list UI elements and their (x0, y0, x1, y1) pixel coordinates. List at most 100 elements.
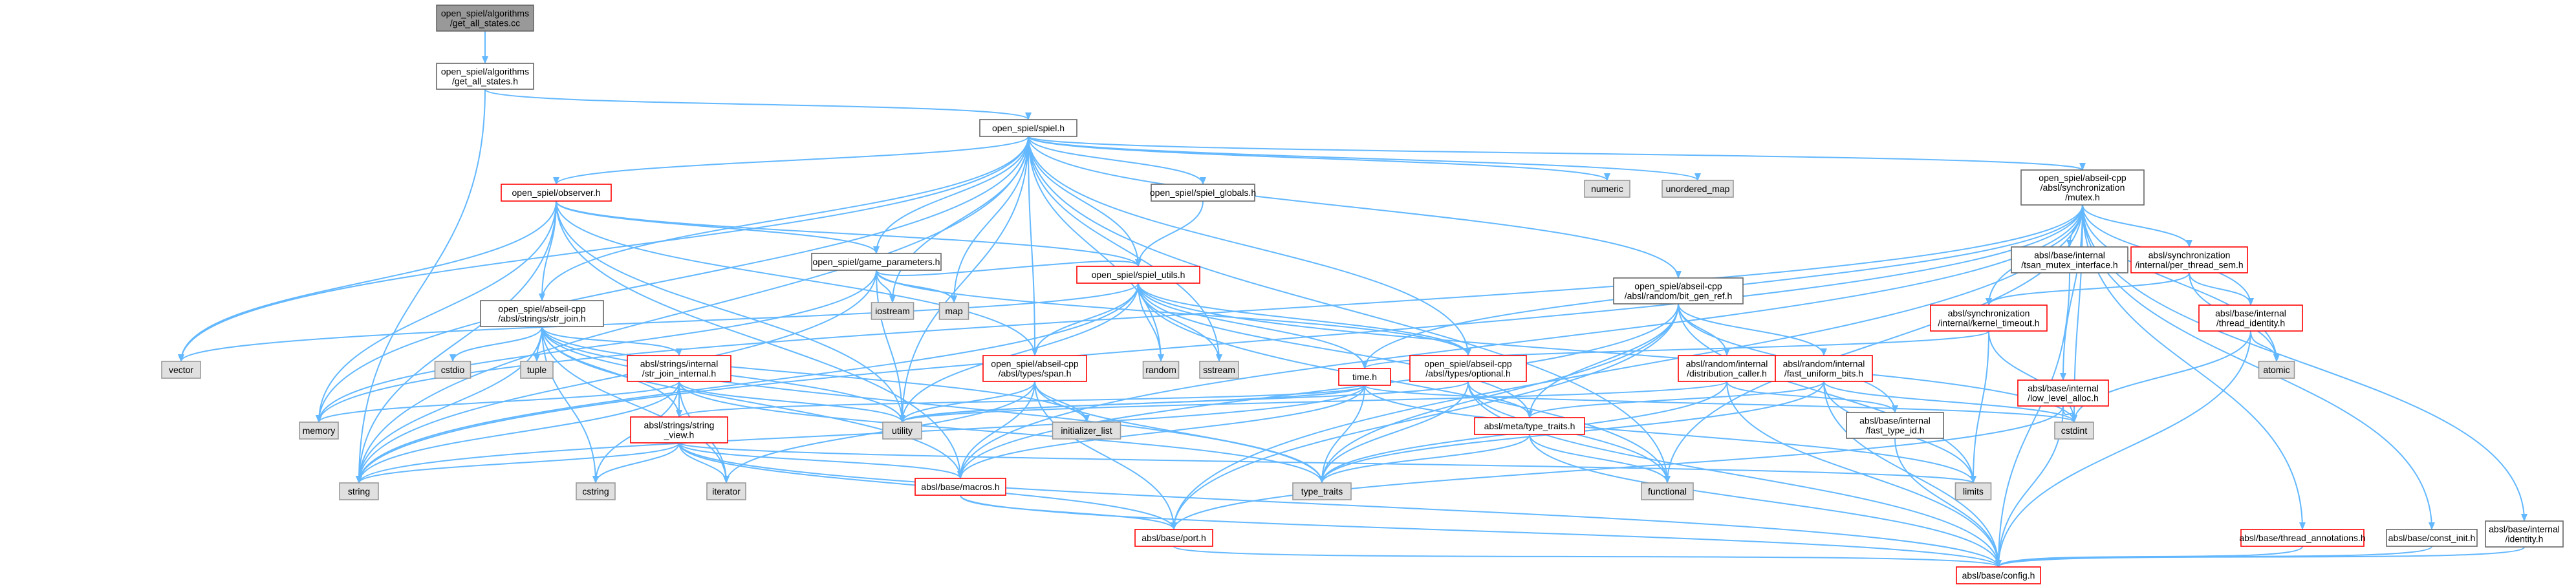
node-label: /absl/strings/str_join.h (498, 314, 585, 324)
node-port[interactable]: absl/base/port.h (1134, 529, 1213, 547)
edge-type_traits_meta-to-s_type_traits (1319, 434, 1530, 484)
node-label: absl/base/internal (2034, 250, 2105, 261)
edge-spiel_h-to-s_string (356, 136, 1029, 484)
node-spiel-utils[interactable]: open_spiel/spiel_utils.h (1076, 266, 1200, 284)
node-root[interactable]: open_spiel/algorithms/get_all_states.cc (436, 5, 534, 32)
edge-string_view-to-s_cstring (592, 442, 680, 484)
edge-low_level_alloc-to-port (1171, 405, 2064, 530)
edge-game_params-to-s_string (356, 270, 877, 484)
node-identity[interactable]: absl/base/internal/identity.h (2485, 520, 2564, 548)
node-game-params[interactable]: open_spiel/game_parameters.h (811, 253, 942, 271)
edge-mutex-to-low_level_alloc (2060, 204, 2083, 381)
edge-observer-to-s_vector (178, 200, 557, 362)
node-label: absl/base/config.h (1962, 570, 2035, 581)
edge-time_h-to-s_cstdint (1364, 385, 2077, 423)
node-box (1775, 355, 1873, 382)
node-string-view[interactable]: absl/strings/string_view.h (630, 416, 728, 443)
edge-spiel_utils-to-type_traits_meta (1138, 283, 1533, 418)
node-label: /get_all_states.cc (450, 18, 520, 28)
node-label: tuple (527, 365, 547, 375)
node-dist-caller[interactable]: absl/random/internal/distribution_caller… (1678, 355, 1776, 382)
node-tsan-mutex[interactable]: absl/base/internal/tsan_mutex_interface.… (2011, 246, 2128, 273)
node-label: /internal/kernel_timeout.h (1938, 318, 2039, 328)
node-thread-annotations[interactable]: absl/base/thread_annotations.h (2239, 529, 2366, 547)
node-box (811, 253, 942, 271)
edge-spiel_h-to-optional (1028, 136, 1471, 356)
node-label: open_spiel/spiel.h (992, 123, 1065, 133)
node-box (2020, 169, 2145, 206)
node-gas-h[interactable]: open_spiel/algorithms/get_all_states.h (436, 63, 534, 90)
node-label: absl/strings/internal (640, 359, 719, 369)
node-low-level-alloc[interactable]: absl/base/internal/low_level_alloc.h (2017, 379, 2109, 407)
edge-kernel_timeout-to-s_cstdint (1988, 330, 2077, 423)
node-fast-uniform[interactable]: absl/random/internal/fast_uniform_bits.h (1775, 355, 1873, 382)
node-s-iostream: iostream (871, 302, 915, 320)
node-str-join[interactable]: open_spiel/abseil-cpp/absl/strings/str_j… (480, 300, 604, 327)
node-box (2240, 529, 2365, 547)
node-box (1641, 482, 1694, 500)
node-label: unordered_map (1666, 184, 1730, 194)
node-optional[interactable]: open_spiel/abseil-cpp/absl/types/optiona… (1409, 355, 1527, 382)
node-s-map: map (938, 302, 969, 320)
node-s-cstdint: cstdint (2054, 422, 2094, 440)
node-label: iostream (875, 306, 910, 316)
edge-spiel_h-to-observer (553, 136, 1029, 185)
node-s-cstring: cstring (576, 482, 616, 500)
node-box (520, 361, 554, 379)
node-box (501, 184, 612, 202)
edge-string_view-to-s_limits (678, 442, 1976, 484)
node-label: open_spiel/spiel_globals.h (1150, 187, 1256, 198)
node-fast-type-id[interactable]: absl/base/internal/fast_type_id.h (1846, 412, 1944, 439)
edge-spiel_h-to-s_numeric (1028, 136, 1610, 181)
node-observer[interactable]: open_spiel/observer.h (501, 184, 612, 202)
node-type-traits-meta[interactable]: absl/meta/type_traits.h (1474, 417, 1585, 435)
node-label: memory (303, 425, 336, 436)
node-kernel-timeout[interactable]: absl/synchronization/internal/kernel_tim… (1930, 304, 2048, 332)
node-macros[interactable]: absl/base/macros.h (915, 478, 1006, 496)
node-label: absl/synchronization (2148, 250, 2231, 261)
node-label: /distribution_caller.h (1687, 368, 1767, 379)
node-thread-identity[interactable]: absl/base/internal/thread_identity.h (2198, 304, 2303, 332)
edge-mutex-to-per_thread_sem (2082, 204, 2192, 248)
edge-spiel_h-to-spiel_utils (1028, 136, 1142, 267)
node-box (979, 119, 1077, 137)
node-label: absl/base/const_init.h (2388, 533, 2476, 543)
node-label: /str_join_internal.h (642, 368, 716, 379)
node-box (1474, 417, 1585, 435)
node-spiel-h[interactable]: open_spiel/spiel.h (979, 119, 1077, 137)
node-label: cstdio (441, 365, 465, 375)
edge-spiel_h-to-s_map (951, 136, 1029, 303)
node-layer: open_spiel/algorithms/get_all_states.cco… (161, 5, 2564, 584)
node-label: absl/base/thread_annotations.h (2239, 533, 2365, 543)
node-label: open_spiel/abseil-cpp (1634, 281, 1722, 292)
node-label: vector (169, 365, 193, 375)
node-span[interactable]: open_spiel/abseil-cpp/absl/types/span.h (982, 355, 1087, 382)
node-spiel-globals[interactable]: open_spiel/spiel_globals.h (1150, 184, 1256, 202)
node-label: iterator (712, 486, 741, 496)
node-box (2386, 529, 2478, 547)
node-box (1076, 266, 1200, 284)
node-const-init[interactable]: absl/base/const_init.h (2386, 529, 2478, 547)
node-per-thread-sem[interactable]: absl/synchronization/internal/per_thread… (2130, 246, 2248, 273)
node-box (1409, 355, 1527, 382)
edge-macros-to-config (960, 495, 2002, 568)
node-box (871, 302, 915, 320)
node-box (627, 355, 731, 382)
node-label: type_traits (1301, 486, 1343, 496)
node-bit-gen-ref[interactable]: open_spiel/abseil-cpp/absl/random/bit_ge… (1613, 277, 1744, 304)
node-label: cstring (582, 486, 609, 496)
edge-spiel_h-to-bit_gen_ref (1028, 136, 1682, 279)
node-time-h[interactable]: time.h (1338, 368, 1391, 386)
node-box (1954, 482, 1992, 500)
edge-bit_gen_ref-to-s_type_traits (1319, 303, 1679, 484)
node-config[interactable]: absl/base/config.h (1956, 566, 2041, 584)
node-label: /identity.h (2506, 534, 2544, 544)
edge-str_join-to-s_cstdio (449, 326, 543, 362)
edge-str_join-to-s_iterator (541, 326, 730, 484)
node-s-functional: functional (1641, 482, 1694, 500)
edge-time_h-to-s_limits (1364, 385, 1976, 484)
edge-type_traits_meta-to-config (1529, 434, 2002, 568)
node-mutex[interactable]: open_spiel/abseil-cpp/absl/synchronizati… (2020, 169, 2145, 206)
node-str-join-internal[interactable]: absl/strings/internal/str_join_internal.… (627, 355, 731, 382)
edge-spiel_h-to-mutex (1028, 136, 2086, 171)
